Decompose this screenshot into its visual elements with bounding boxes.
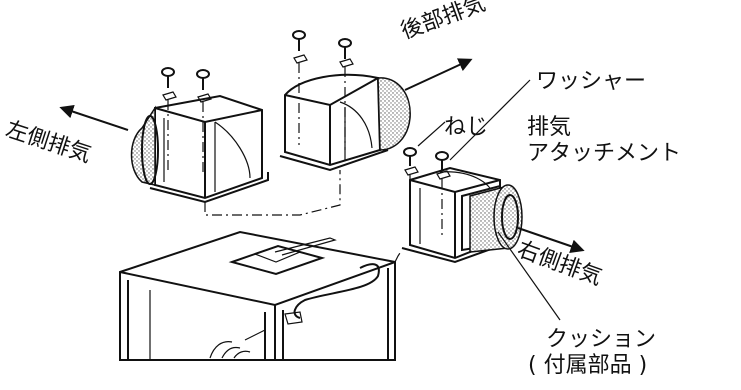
screw-icon bbox=[403, 147, 419, 240]
screw-icon bbox=[196, 69, 212, 172]
screw-label: ねじ bbox=[444, 115, 489, 140]
cushion-label: クッション bbox=[546, 327, 657, 352]
screw-icon bbox=[292, 30, 308, 145]
screw-icon bbox=[338, 38, 354, 150]
right-exhaust-duct bbox=[401, 166, 523, 264]
exhaust-attachment-label-1: 排気 bbox=[527, 115, 572, 140]
left-exhaust-arrow bbox=[59, 104, 129, 131]
accessory-label: ( 付属部品 ) bbox=[528, 353, 648, 378]
left-exhaust-duct bbox=[130, 94, 269, 204]
screw-icon bbox=[161, 67, 177, 170]
rear-exhaust-arrow bbox=[404, 58, 473, 91]
washer-label: ワッシャー bbox=[536, 69, 647, 94]
main-unit bbox=[119, 230, 396, 361]
screws bbox=[161, 30, 451, 240]
screw-icon bbox=[435, 151, 451, 238]
exhaust-attachment-label-2: アタッチメント bbox=[527, 141, 682, 166]
right-exhaust-arrow bbox=[517, 227, 585, 253]
